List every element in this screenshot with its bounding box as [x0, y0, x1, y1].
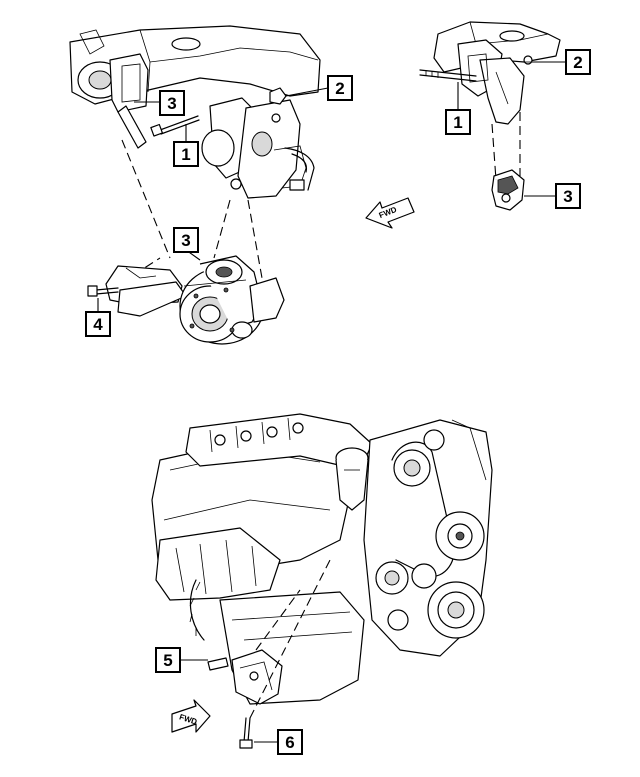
bolt-6 [239, 717, 253, 749]
fwd-arrow-top: FWD [365, 197, 415, 229]
callout-1a-label: 1 [181, 145, 190, 164]
accessory-drive [363, 419, 493, 657]
callout-5-label: 5 [163, 651, 172, 670]
callout-3a-label: 3 [167, 94, 176, 113]
callout-2b: 2 [532, 49, 591, 75]
callout-2a: 2 [285, 75, 353, 101]
callout-6: 6 [254, 729, 303, 755]
oil-filler-cap [335, 447, 369, 511]
callout-6-label: 6 [285, 733, 294, 752]
callout-4: 4 [85, 298, 111, 337]
callout-2b-label: 2 [573, 53, 582, 72]
isolator-right [491, 169, 525, 211]
callout-3c: 3 [524, 183, 581, 209]
callout-3c-label: 3 [563, 187, 572, 206]
bracket-right [457, 39, 540, 125]
front-differential [105, 255, 285, 345]
mount-bushing-left [77, 53, 149, 113]
bolt-left [150, 115, 200, 137]
callout-3b-label: 3 [181, 231, 190, 250]
bracket-left [201, 97, 307, 199]
callout-1b-label: 1 [453, 113, 462, 132]
fwd-arrow-bottom: FWD [171, 699, 211, 733]
callout-4-label: 4 [93, 315, 103, 334]
callout-1a: 1 [173, 124, 199, 167]
callout-1b: 1 [445, 82, 471, 135]
engine-mount-bracket [207, 649, 283, 705]
bolt-4 [87, 285, 119, 297]
callout-5: 5 [155, 647, 208, 673]
nut-2a [269, 87, 287, 105]
callout-3a: 3 [134, 90, 185, 116]
mount-arm-left [117, 105, 147, 149]
bolt-right [419, 69, 477, 82]
alignment-lines-bottom [249, 559, 331, 719]
callout-2a-label: 2 [335, 79, 344, 98]
alignment-lines-top-right [491, 112, 521, 181]
hose-left [284, 147, 315, 191]
callout-3b: 3 [173, 227, 201, 261]
